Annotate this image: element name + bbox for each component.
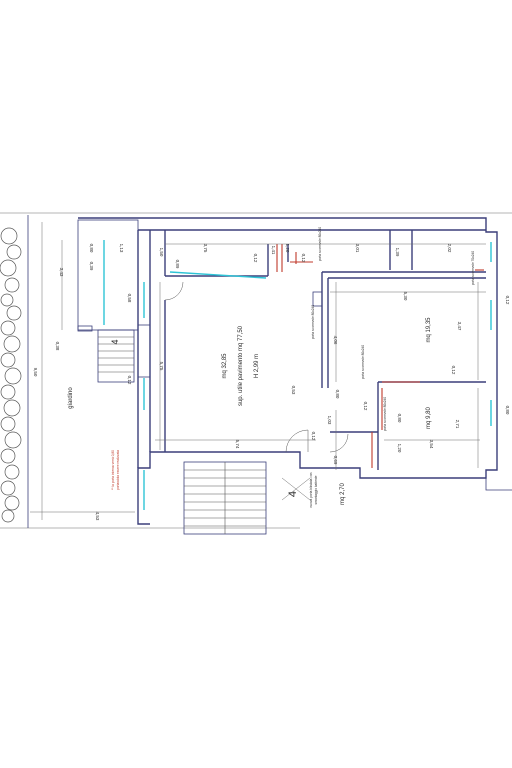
- room3-area: mq 9,80: [426, 407, 432, 429]
- dim-label: 5,74: [235, 440, 240, 449]
- dim-label: 5,30: [403, 292, 408, 301]
- side-stair-number: 4: [110, 339, 120, 344]
- dim-label: 3,75: [203, 244, 208, 253]
- dim-label: 0,53: [291, 386, 296, 395]
- new-partitions: [276, 244, 484, 468]
- dim-label: 3,43: [59, 268, 64, 277]
- garden-note-2: portandola essere realizzata: [116, 450, 120, 490]
- dimension-labels: 0,80 1,13 0,39 3,43 9,50 0,38 1,50 0,89 …: [33, 244, 510, 521]
- room1-area: mq 32,85: [222, 353, 228, 379]
- door-label-5: porta scorrevole 70x240: [471, 251, 475, 285]
- room2-area: mq 19,35: [426, 317, 432, 343]
- garden-label: giardino: [68, 387, 74, 409]
- dim-label: 2,02: [447, 244, 452, 253]
- exterior-walls: [78, 217, 498, 525]
- terrace-frame: [77, 219, 139, 331]
- dim-label: 0,80: [335, 390, 340, 399]
- dim-label: 0,12: [301, 254, 306, 263]
- dim-label: 0,12: [127, 376, 132, 385]
- side-stair: [97, 329, 135, 383]
- dim-label: 4,53: [95, 512, 100, 521]
- right-bottom-wall: [485, 478, 512, 491]
- dim-label: 1,13: [119, 244, 124, 253]
- door-label-4: porta scorrevole 80x240: [383, 397, 387, 431]
- door-note-1: nuova porta blindata con: [309, 472, 313, 507]
- door-note-2: smontaggio battente: [314, 475, 318, 504]
- main-stair: [183, 461, 267, 535]
- dim-label: 1,41: [271, 246, 276, 255]
- dim-label: 5,75: [159, 362, 164, 371]
- garden-note-1: ** la porta interna verrà 0,80: [111, 450, 115, 490]
- dim-label: 0,12: [451, 366, 456, 375]
- dim-label: 0,69: [333, 456, 338, 465]
- dim-label: 0,80: [397, 414, 402, 423]
- garden-trees: [0, 227, 22, 523]
- stair-number: 4: [287, 491, 299, 497]
- dim-label: 0,39: [89, 262, 94, 271]
- room1-height: H 2,99 m: [254, 354, 260, 378]
- dim-label: 9,50: [33, 368, 38, 377]
- room1-floor: sup. utile pavimento mq 77,50: [238, 325, 244, 406]
- terrace-step: [77, 325, 93, 332]
- dim-label: 0,80: [505, 406, 510, 415]
- interior-partitions: [137, 230, 486, 470]
- dim-label: 1,20: [285, 244, 290, 253]
- dim-label: 0,89: [175, 260, 180, 269]
- door-label-2: porta scorrevole 80x240: [311, 305, 315, 339]
- dimension-lines: [155, 243, 486, 470]
- dim-label: 0,80: [89, 244, 94, 253]
- dim-label: 3,54: [429, 440, 434, 449]
- dim-label: 3,01: [355, 244, 360, 253]
- landing-area: mq 2,70: [340, 483, 346, 505]
- door-label-3: porta scorrevole 80x240: [361, 345, 365, 379]
- upper-window: [169, 271, 267, 279]
- dim-label: 4,06: [333, 336, 338, 345]
- dim-label: 0,12: [253, 254, 258, 263]
- dim-label: 1,20: [397, 444, 402, 453]
- dim-label: 1,03: [327, 416, 332, 425]
- dim-label: 0,12: [311, 432, 316, 441]
- dim-label: 3,47: [457, 322, 462, 331]
- dim-label: 0,38: [55, 342, 60, 351]
- dim-label: 0,12: [363, 402, 368, 411]
- dim-label: 1,39: [395, 248, 400, 257]
- door-swings: [164, 281, 349, 453]
- dim-label: 1,50: [159, 248, 164, 257]
- dim-label: 0,12: [505, 296, 510, 305]
- door-label-1: porta scorrevole 80x240: [318, 227, 322, 261]
- dim-label: 2,71: [455, 420, 460, 429]
- stair-arrow-2: [281, 477, 311, 501]
- dim-label: 0,58: [127, 294, 132, 303]
